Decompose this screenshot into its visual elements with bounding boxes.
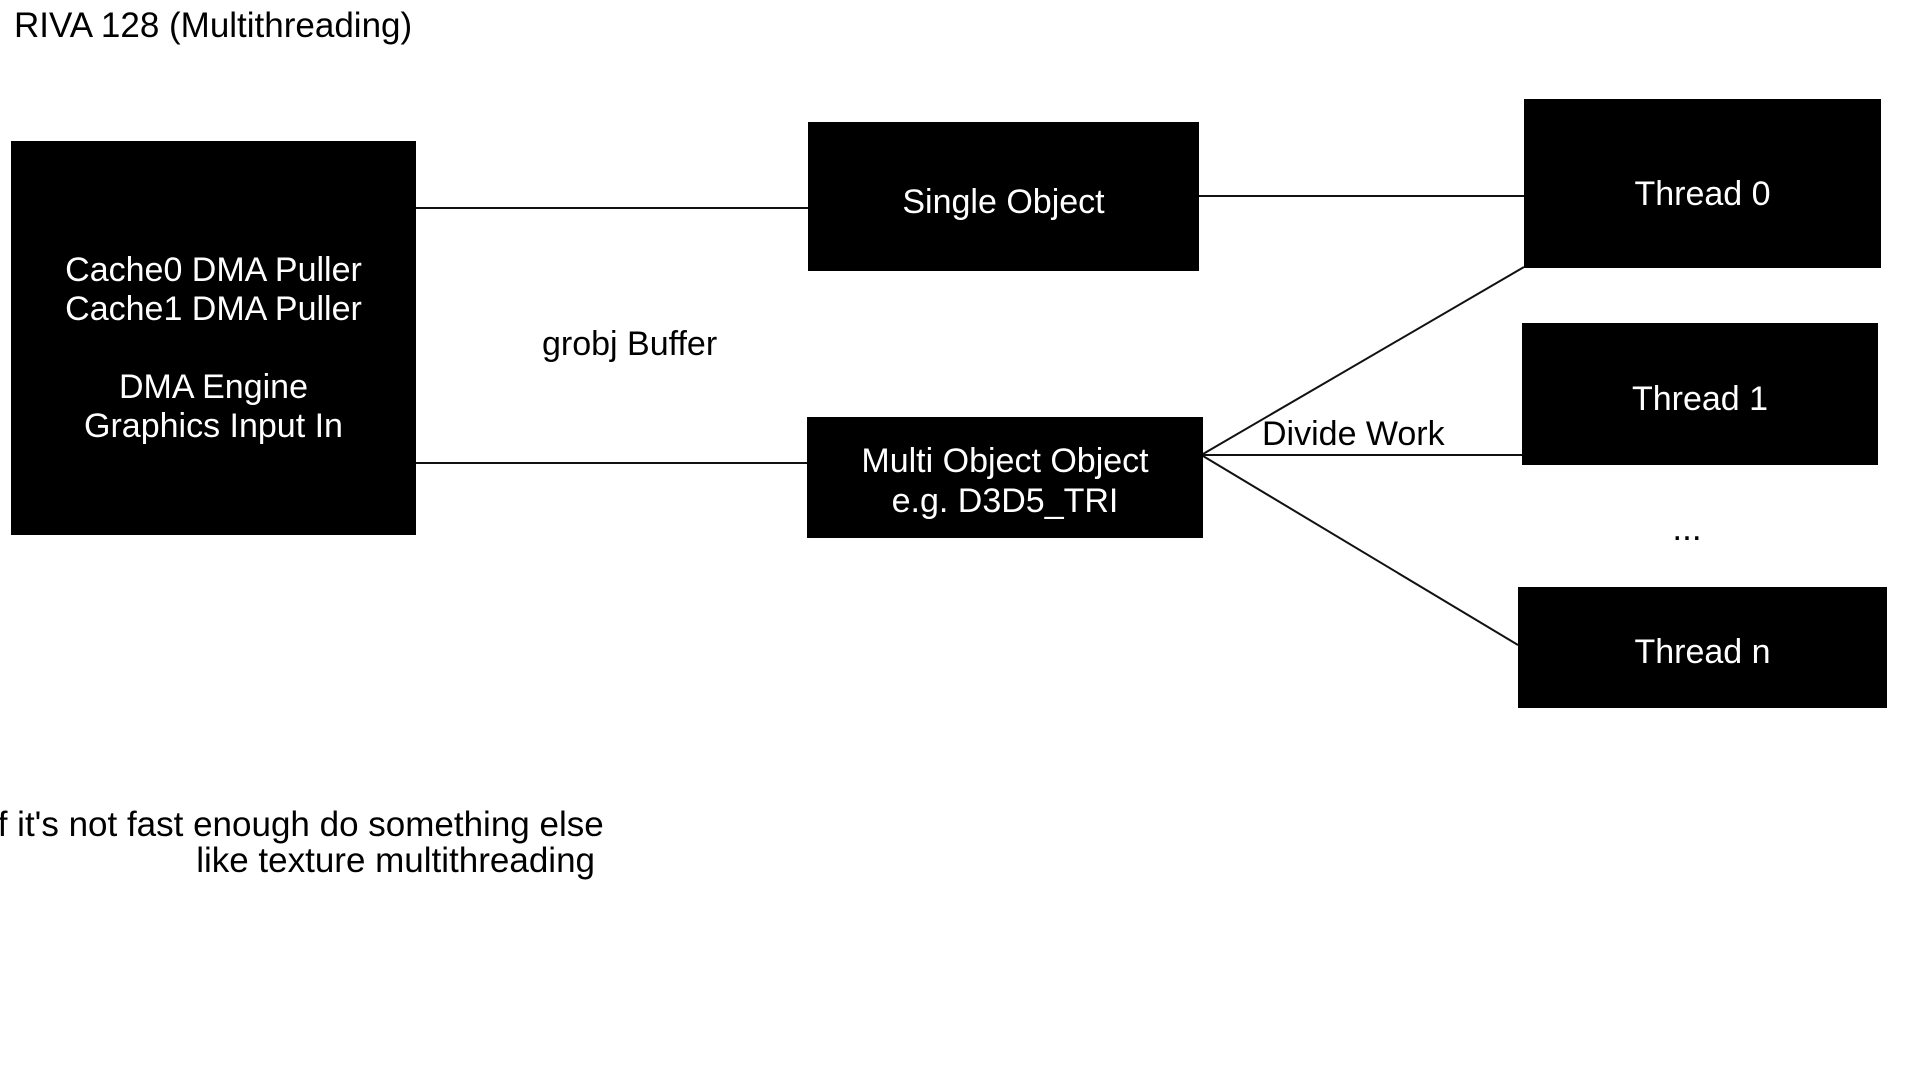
grobj-buffer-label: grobj Buffer xyxy=(542,325,718,363)
wire-multi-object-to-thread0 xyxy=(1202,266,1525,455)
divide-work-label: Divide Work xyxy=(1262,415,1445,453)
footnote: If it's not fast enough do something els… xyxy=(0,805,604,880)
footnote-line2: like texture multithreading xyxy=(196,841,595,880)
node-dma-pipeline-line5: Graphics Input In xyxy=(84,407,343,445)
node-thread-0: Thread 0 xyxy=(1524,99,1881,268)
node-multi-object-line1: Multi Object Object xyxy=(861,441,1149,480)
node-dma-pipeline-line4: DMA Engine xyxy=(119,368,308,406)
node-multi-object: Multi Object Object e.g. D3D5_TRI xyxy=(807,417,1203,538)
node-multi-object-line2: e.g. D3D5_TRI xyxy=(891,481,1119,520)
node-thread-1-label: Thread 1 xyxy=(1631,380,1769,418)
node-single-object-label: Single Object xyxy=(902,182,1105,221)
node-dma-pipeline: Cache0 DMA Puller Cache1 DMA Puller DMA … xyxy=(11,141,416,535)
node-single-object: Single Object xyxy=(808,122,1199,271)
threads-ellipsis: ... xyxy=(1672,509,1702,548)
node-thread-n: Thread n xyxy=(1518,587,1887,708)
page-title: RIVA 128 (Multithreading) xyxy=(14,6,413,45)
footnote-line1: If it's not fast enough do something els… xyxy=(0,805,604,844)
node-dma-pipeline-line2: Cache1 DMA Puller xyxy=(65,290,362,328)
wire-multi-object-to-thread-n xyxy=(1202,455,1519,646)
node-thread-1: Thread 1 xyxy=(1522,323,1878,465)
node-thread-0-label: Thread 0 xyxy=(1634,174,1771,213)
node-thread-n-label: Thread n xyxy=(1634,632,1771,671)
node-dma-pipeline-line1: Cache0 DMA Puller xyxy=(65,251,362,289)
